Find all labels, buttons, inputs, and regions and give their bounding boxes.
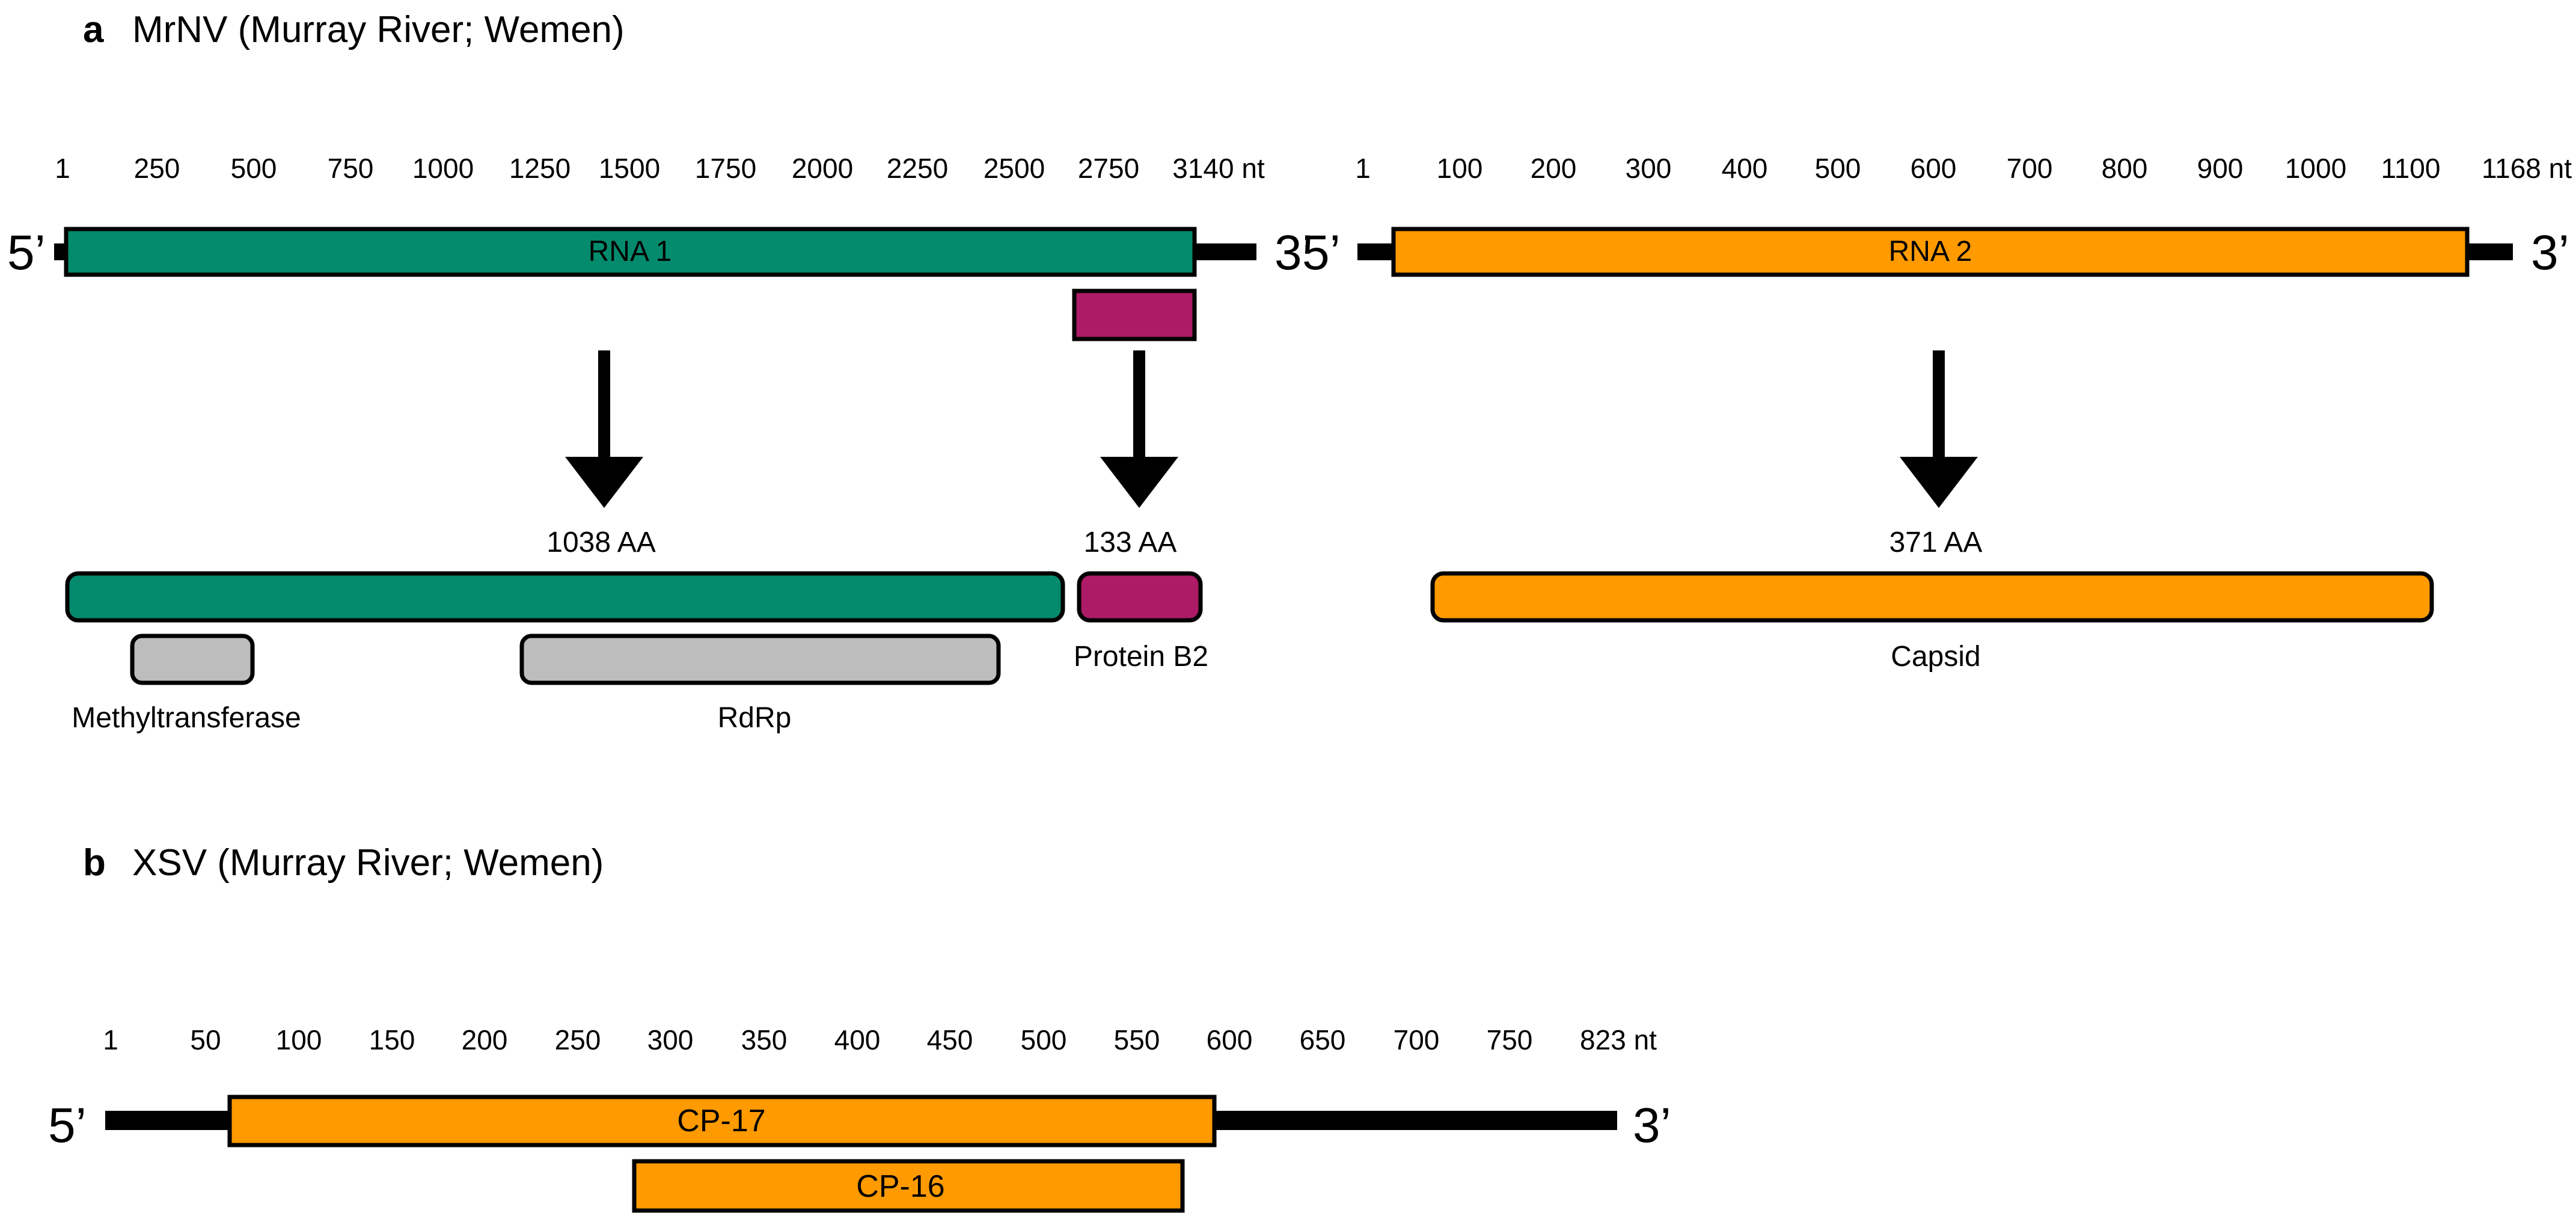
- rna2-tick: 1168 nt: [2482, 153, 2572, 184]
- rna1-tick: 1000: [412, 153, 474, 184]
- rna2-5prime-label: 5’: [1302, 225, 1341, 280]
- cp16-label: CP-16: [856, 1169, 944, 1204]
- rna1-3prime-label: 3’: [1274, 225, 1313, 280]
- rna1-polyprotein: [65, 571, 1065, 623]
- b2-orf-arrow: [1100, 350, 1178, 508]
- rna1-tick: 2500: [984, 153, 1045, 184]
- rna2-tick: 300: [1626, 153, 1672, 184]
- rna2-tick: 100: [1437, 153, 1483, 184]
- xsv-tick: 50: [190, 1024, 221, 1055]
- rna2-tick: 1000: [2285, 153, 2346, 184]
- b2-orf: [1072, 289, 1197, 341]
- rna1-tick: 3140 nt: [1172, 153, 1265, 184]
- xsv-tick: 750: [1487, 1024, 1533, 1055]
- rna2-orf-arrow: [1900, 350, 1978, 508]
- rna1-tick: 1500: [599, 153, 660, 184]
- xsv-tick: 1: [103, 1024, 118, 1055]
- rdrp-domain: [519, 634, 1001, 685]
- b2-aa-label: 133 AA: [1084, 527, 1177, 558]
- rna2-axis-ticks: 1 100 200 300 400 500 600 700 800 900 10…: [1355, 153, 2572, 184]
- rna1-tick: 1250: [509, 153, 571, 184]
- rna1-tick: 1: [55, 153, 70, 184]
- xsv-tick: 823 nt: [1580, 1024, 1657, 1055]
- xsv-3prime-label: 3’: [1633, 1098, 1671, 1153]
- rna1-tick: 2250: [887, 153, 948, 184]
- rna1-tick: 750: [328, 153, 374, 184]
- xsv-axis-ticks: 1 50 100 150 200 250 300 350 400 450 500…: [103, 1024, 1657, 1055]
- rna2-tick: 1: [1355, 153, 1371, 184]
- cp17-orf: [227, 1095, 1217, 1147]
- rna1-5prime-label: 5’: [7, 225, 46, 280]
- xsv-tick: 650: [1300, 1024, 1346, 1055]
- xsv-tick: 400: [834, 1024, 881, 1055]
- xsv-tick: 100: [276, 1024, 322, 1055]
- rna1-tick: 2750: [1078, 153, 1139, 184]
- protein-b2-label: Protein B2: [1074, 641, 1208, 673]
- capsid-protein: [1430, 571, 2434, 623]
- rna2-tick: 500: [1815, 153, 1861, 184]
- rna2-tick: 200: [1531, 153, 1577, 184]
- rna1-segment-label: RNA 1: [589, 236, 672, 267]
- rna2-orf-aa-label: 371 AA: [1889, 527, 1983, 558]
- cp17-label: CP-17: [677, 1104, 765, 1138]
- xsv-tick: 450: [927, 1024, 973, 1055]
- rdrp-label: RdRp: [718, 702, 792, 734]
- xsv-tick: 600: [1207, 1024, 1253, 1055]
- xsv-tick: 200: [462, 1024, 508, 1055]
- methyltransferase-label: Methyltransferase: [72, 702, 301, 734]
- xsv-tick: 550: [1114, 1024, 1160, 1055]
- panel-a-letter: a: [83, 9, 104, 50]
- methyltransferase-domain: [130, 634, 255, 685]
- capsid-label: Capsid: [1891, 641, 1980, 673]
- xsv-tick: 250: [555, 1024, 601, 1055]
- panel-a-title: MrNV (Murray River; Wemen): [132, 9, 625, 50]
- xsv-tick: 350: [741, 1024, 788, 1055]
- xsv-tick: 500: [1021, 1024, 1067, 1055]
- xsv-tick: 700: [1394, 1024, 1440, 1055]
- rna2-3prime-label: 3’: [2531, 225, 2569, 280]
- rna2-tick: 1100: [2381, 153, 2441, 184]
- rna1-segment: [64, 227, 1197, 277]
- rna1-tick: 2000: [792, 153, 853, 184]
- xsv-tick: 300: [647, 1024, 694, 1055]
- cp16-orf: [632, 1159, 1185, 1213]
- rna2-tick: 800: [2102, 153, 2148, 184]
- rna2-segment-label: RNA 2: [1889, 236, 1972, 267]
- protein-b2: [1077, 571, 1203, 623]
- rna2-segment: [1391, 227, 2470, 277]
- rna2-tick: 400: [1722, 153, 1768, 184]
- xsv-tick: 150: [369, 1024, 415, 1055]
- rna1-orf-aa-label: 1038 AA: [546, 527, 656, 558]
- rna1-tick: 1750: [695, 153, 756, 184]
- rna2-tick: 600: [1911, 153, 1957, 184]
- rna1-tick: 250: [134, 153, 180, 184]
- rna1-orf-arrow: [565, 350, 643, 508]
- rna2-tick: 900: [2197, 153, 2244, 184]
- rna1-axis-ticks: 1 250 500 750 1000 1250 1500 1750 2000 2…: [55, 153, 1265, 184]
- rna2-tick: 700: [2007, 153, 2053, 184]
- rna1-tick: 500: [231, 153, 277, 184]
- panel-b-title: XSV (Murray River; Wemen): [132, 842, 604, 884]
- panel-b-letter: b: [83, 842, 106, 884]
- xsv-5prime-label: 5’: [48, 1098, 87, 1153]
